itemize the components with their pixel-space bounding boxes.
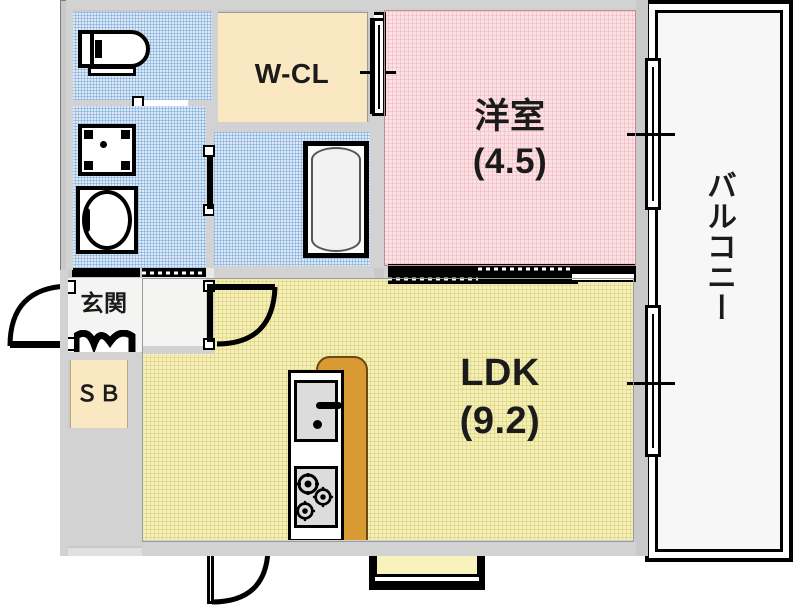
washroom-sliding-door[interactable] (72, 268, 140, 277)
gas-burner-1-icon (297, 473, 319, 495)
bay-window-glass (375, 574, 479, 584)
bedroom-sliding-panel-5[interactable] (570, 264, 636, 274)
washbasin-bowl (82, 190, 132, 250)
washbasin-faucet (84, 208, 90, 232)
washing-machine-corner-tl (84, 130, 93, 139)
bedroom-sliding-panel-4[interactable] (478, 272, 578, 284)
sb-label: ＳＢ (75, 381, 122, 406)
bedroom-size-label: (4.5) (472, 142, 548, 181)
bathtub-inner (311, 147, 361, 252)
toilet-door-hinge-top (132, 96, 144, 108)
entry-left-wall (60, 270, 68, 556)
top-inner-wall (66, 0, 636, 10)
bath-door-leaf[interactable] (207, 149, 213, 209)
ldk-balcony-window-tick (627, 382, 675, 385)
hallway-rail (142, 268, 206, 277)
kitchen-sink-drain (313, 420, 322, 429)
wet-block-left-wall (66, 0, 73, 270)
ldk-bottom-wall (142, 540, 636, 556)
sb-bottom-wall (66, 428, 142, 546)
ldk-door-swing-arc (216, 286, 278, 347)
washing-machine-corner-tr (121, 130, 130, 139)
washing-machine-drain (100, 141, 107, 148)
bath-bedroom-divider (370, 116, 384, 268)
balcony-label: バルコニー (701, 170, 736, 323)
balcony-floor (655, 10, 783, 552)
bedroom-left-window[interactable] (372, 18, 386, 116)
front-door-swing-arc (7, 283, 69, 347)
washing-machine-corner-bl (84, 161, 93, 170)
hallway-bottom-wall (142, 346, 214, 354)
toilet-door-opening (144, 100, 188, 106)
entrance-step-curve (74, 330, 136, 356)
wcl-label: W-CL (254, 58, 330, 89)
toilet-lid-bar (95, 40, 102, 58)
bedroom-sliding-panel-1[interactable] (388, 264, 486, 276)
sb-right-wall (128, 352, 142, 432)
kitchen-sink (294, 380, 338, 442)
room-ldk (142, 278, 634, 542)
entry-sb-divider (66, 352, 138, 360)
balcony-partition-wall (634, 0, 648, 556)
toilet-base (88, 66, 136, 76)
gas-burner-2-icon (312, 486, 334, 508)
wcl-bottom-wall (214, 122, 372, 130)
bedroom-label: 洋室 (474, 97, 546, 137)
washroom-wcl-divider (212, 0, 218, 128)
bathroom-entry-hinge-top (203, 145, 215, 157)
front-door-leaf[interactable] (10, 341, 68, 348)
ldk-label: LDK (460, 352, 540, 394)
ldk-balcony-window[interactable] (645, 305, 661, 457)
room-bedroom (384, 10, 636, 268)
bedroom-sliding-panel-3[interactable] (478, 264, 578, 274)
bath-bottom-wall (214, 266, 374, 278)
room-shoe-box (70, 358, 128, 430)
ldk-door-leaf[interactable] (207, 284, 213, 342)
entrance-label: 玄関 (80, 291, 128, 317)
bedroom-sliding-panel-2[interactable] (388, 274, 486, 284)
room-walk-in-closet (216, 12, 368, 127)
washing-machine-corner-br (121, 161, 130, 170)
ldk-door-header-bar (215, 284, 275, 290)
ldk-size-label: (9.2) (459, 400, 541, 442)
kitchen-faucet (316, 402, 342, 409)
bedroom-balcony-window-tick (627, 133, 675, 136)
hallway-overlay (142, 278, 214, 354)
bottom-door-swing-arc (211, 549, 271, 605)
toilet-tank (78, 30, 94, 68)
gas-burner-3-icon (294, 500, 316, 522)
bedroom-sliding-panel-6[interactable] (570, 272, 636, 282)
